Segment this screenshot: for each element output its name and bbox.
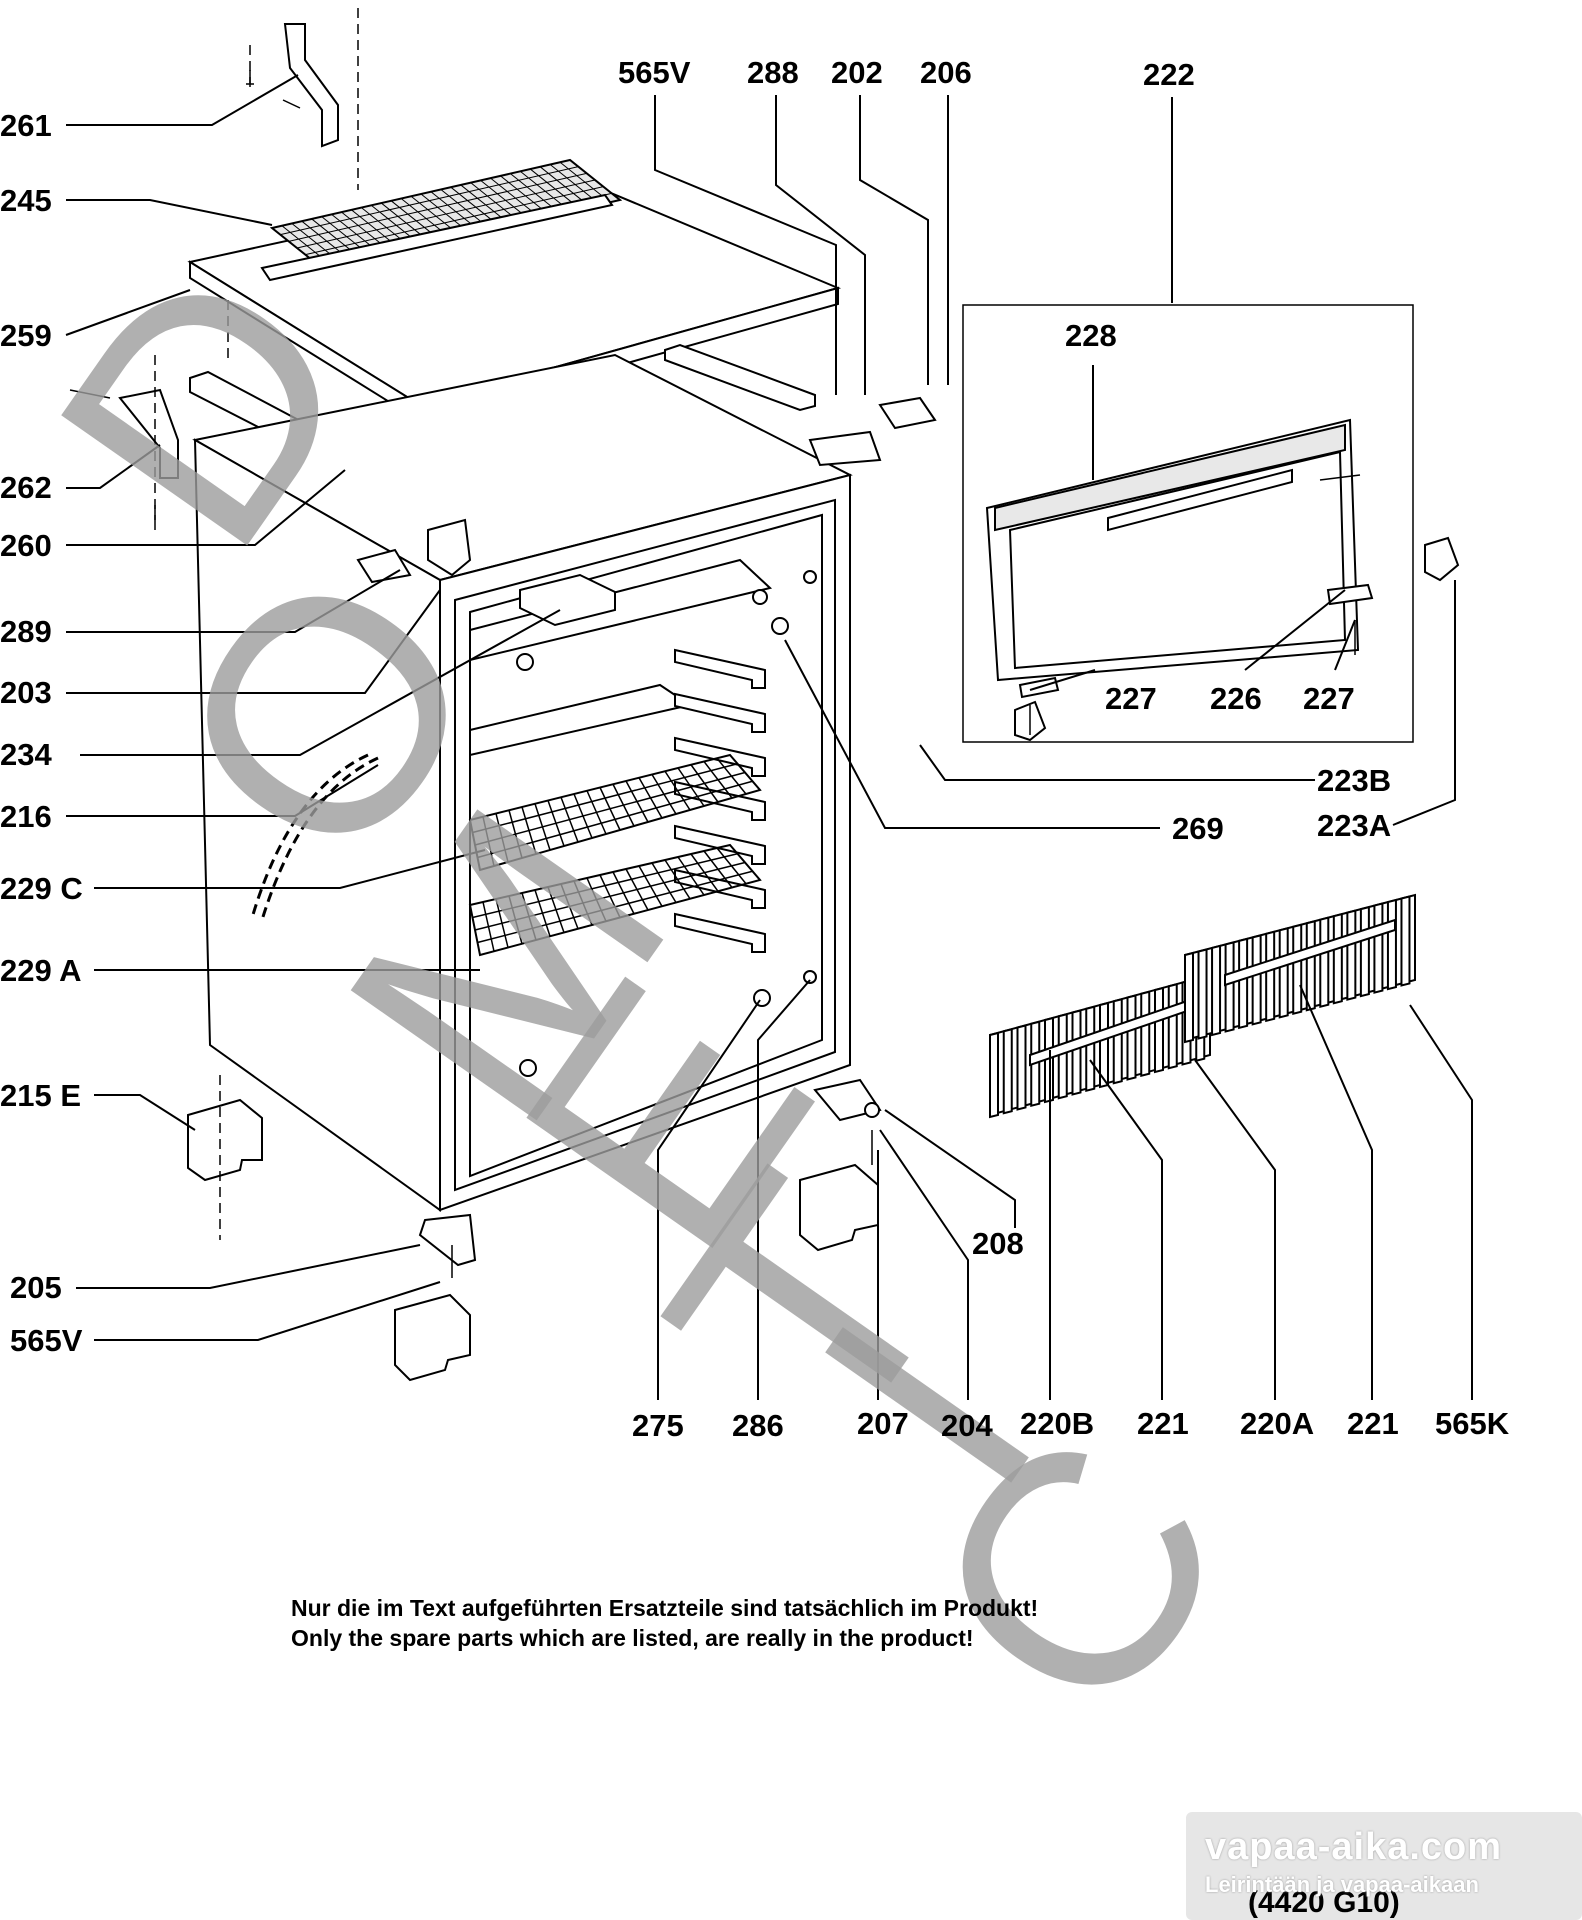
label-222: 222 <box>1143 57 1195 92</box>
label-216: 216 <box>0 799 52 834</box>
label-204: 204 <box>941 1408 993 1443</box>
label-203: 203 <box>0 675 52 710</box>
label-228: 228 <box>1065 318 1117 353</box>
vent-grilles <box>989 893 1416 1119</box>
label-221-b: 221 <box>1347 1406 1399 1441</box>
label-260: 260 <box>0 528 52 563</box>
label-286: 286 <box>732 1408 784 1443</box>
note-english: Only the spare parts which are listed, a… <box>291 1625 974 1651</box>
label-261: 261 <box>0 108 52 143</box>
label-206: 206 <box>920 55 972 90</box>
label-289: 289 <box>0 614 52 649</box>
label-565k: 565K <box>1435 1406 1510 1441</box>
label-275: 275 <box>632 1408 684 1443</box>
label-262: 262 <box>0 470 52 505</box>
leader-lines <box>65 74 1473 1400</box>
note-german: Nur die im Text aufgeführten Ersatzteile… <box>291 1595 1039 1621</box>
label-269: 269 <box>1172 811 1224 846</box>
vapaa-aika-badge <box>1186 1812 1582 1920</box>
label-220b: 220B <box>1020 1406 1095 1441</box>
label-227-b: 227 <box>1303 681 1355 716</box>
label-288: 288 <box>747 55 799 90</box>
wire-shelves <box>468 753 762 957</box>
badge-title: vapaa-aika.com <box>1205 1826 1503 1868</box>
label-205: 205 <box>10 1270 62 1305</box>
label-223a: 223A <box>1317 808 1392 843</box>
label-229a: 229 A <box>0 953 82 988</box>
badge-subtitle: Leirintään ja vapaa-aikaan <box>1205 1872 1479 1897</box>
label-226: 226 <box>1210 681 1262 716</box>
hardware <box>356 396 937 1118</box>
feet <box>187 1075 879 1382</box>
label-207: 207 <box>857 1406 909 1441</box>
label-234: 234 <box>0 737 52 772</box>
top-bracket <box>246 8 359 190</box>
label-215e: 215 E <box>0 1078 82 1113</box>
label-208: 208 <box>972 1226 1024 1261</box>
drawing-code: (4420 G10) <box>1248 1886 1400 1919</box>
label-565v-left: 565V <box>10 1323 83 1358</box>
label-227-a: 227 <box>1105 681 1157 716</box>
label-220a: 220A <box>1240 1406 1315 1441</box>
label-565v-top: 565V <box>618 55 691 90</box>
label-229c: 229 C <box>0 871 83 906</box>
label-245: 245 <box>0 183 52 218</box>
label-223b: 223B <box>1317 763 1392 798</box>
label-259: 259 <box>0 318 52 353</box>
door-assembly-box <box>962 304 1460 743</box>
label-221-a: 221 <box>1137 1406 1189 1441</box>
label-202: 202 <box>831 55 883 90</box>
